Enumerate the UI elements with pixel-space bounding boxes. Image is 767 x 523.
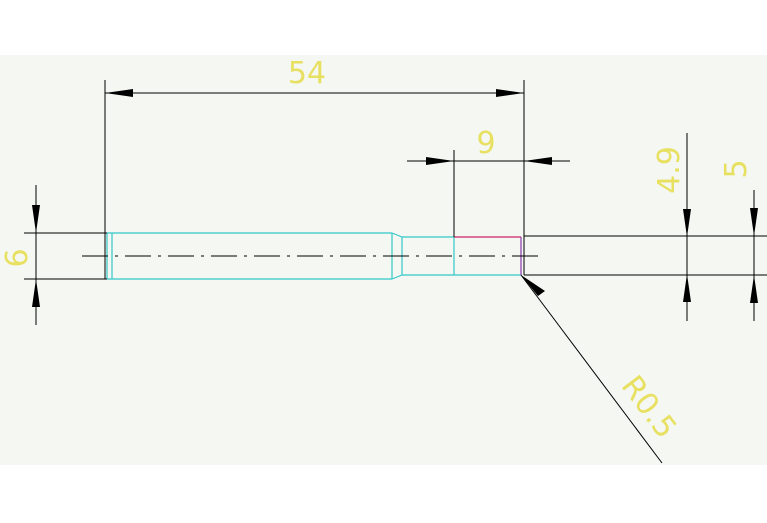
- dimension-4-9[interactable]: 4.9: [652, 133, 691, 321]
- arrow-down-icon: [683, 209, 691, 237]
- dimension-label-6: 6: [0, 248, 35, 267]
- dimension-54[interactable]: 54: [105, 56, 524, 97]
- arrow-down-icon: [32, 205, 40, 233]
- right-section-outline: [523, 235, 767, 276]
- arrow-up-icon: [750, 275, 758, 303]
- drawing-area[interactable]: [0, 55, 767, 465]
- dimension-9[interactable]: 9: [407, 126, 570, 165]
- dimension-label-54: 54: [288, 56, 326, 91]
- dimension-label-r0-5: R0.5: [614, 369, 683, 445]
- dimension-6[interactable]: 6: [0, 185, 40, 325]
- dimension-5[interactable]: 5: [719, 159, 758, 321]
- arrow-right-icon: [426, 157, 454, 165]
- dimension-radius[interactable]: R0.5: [520, 274, 683, 464]
- arrow-down-icon: [750, 208, 758, 236]
- dimension-label-4-9: 4.9: [652, 146, 687, 194]
- leader-arrow-icon: [521, 275, 545, 296]
- arrow-up-icon: [683, 274, 691, 302]
- arrow-right-icon: [496, 89, 524, 97]
- dimension-label-9: 9: [476, 126, 495, 161]
- part-outline: [106, 232, 521, 280]
- arrow-left-icon: [524, 157, 552, 165]
- extension-lines: [24, 80, 525, 280]
- arrow-left-icon: [105, 89, 133, 97]
- dimension-label-5: 5: [719, 159, 754, 178]
- arrow-up-icon: [32, 279, 40, 307]
